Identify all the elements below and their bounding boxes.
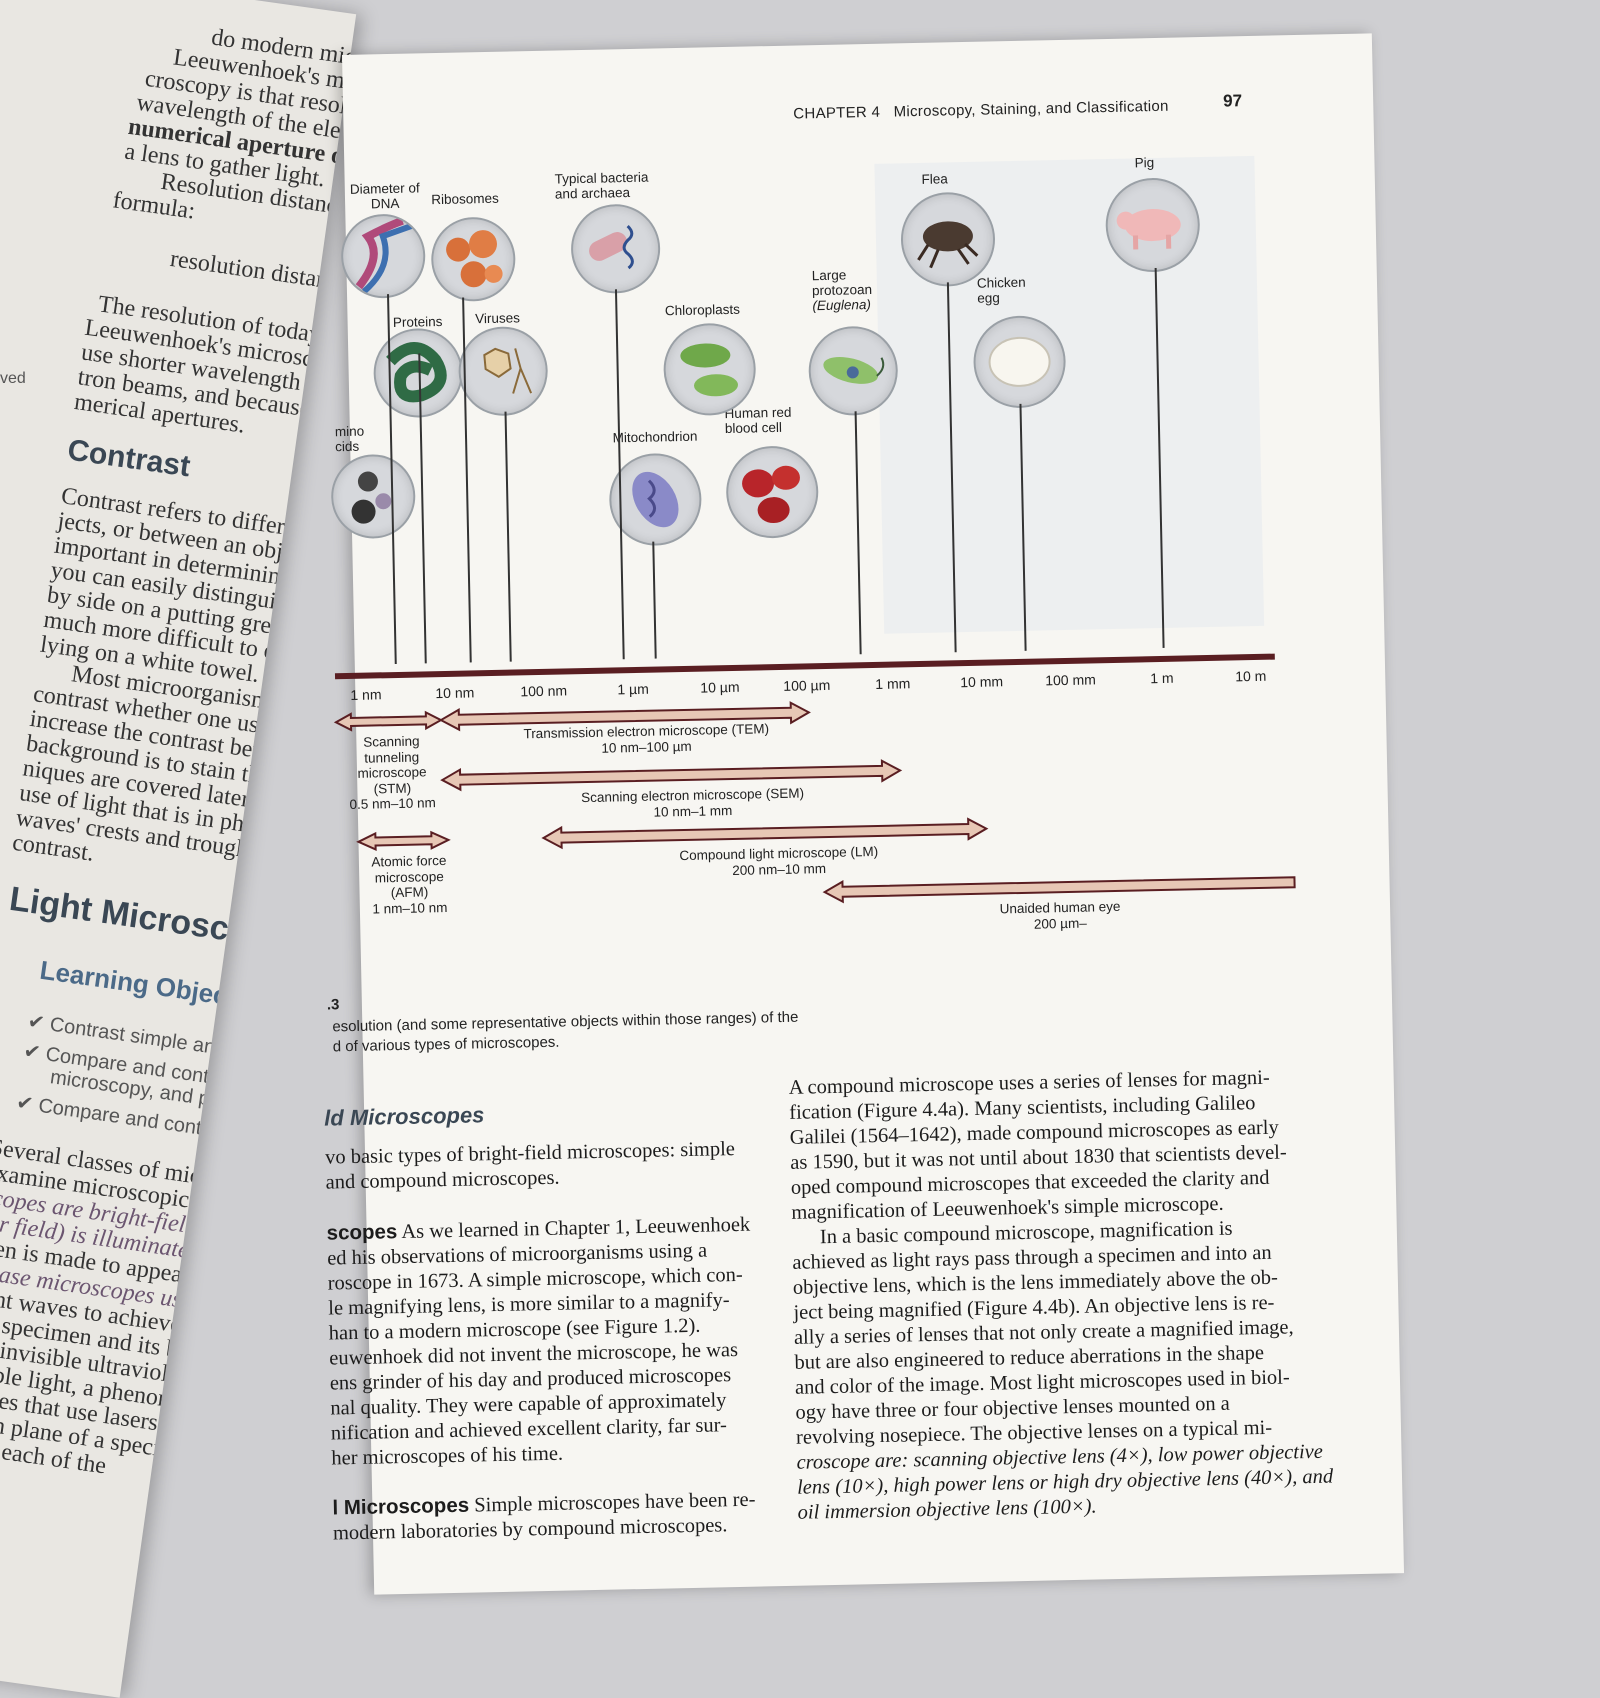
section-heading: ld Microscopes (323, 1102, 485, 1131)
chloroplasts-illustration (662, 322, 757, 417)
pointer-mitochondrion (652, 541, 657, 659)
intro-text: vo basic types of bright-field microscop… (324, 1138, 736, 1194)
tick-label: 10 µm (700, 678, 740, 696)
mitochondrion-illustration (608, 452, 703, 547)
chapter-title: Microscopy, Staining, and Classification (893, 97, 1169, 121)
main-page: CHAPTER 4 Microscopy, Staining, and Clas… (324, 33, 1405, 1595)
tick-label: 100 mm (1045, 671, 1096, 689)
label-chloroplasts: Chloroplasts (664, 301, 741, 319)
page-number: 97 (1222, 91, 1243, 111)
figure-caption-line: d of various types of microscopes. (332, 1033, 560, 1056)
pig-illustration (1104, 177, 1201, 274)
euglena-illustration (807, 325, 899, 417)
running-head: CHAPTER 4 Microscopy, Staining, and Clas… (793, 98, 1169, 123)
pointer-viruses (504, 411, 512, 662)
simple-microscopes-text: scopes As we learned in Chapter 1, Leeuw… (326, 1213, 751, 1470)
tick-label: 10 nm (435, 684, 475, 702)
sem-arrow (440, 759, 903, 792)
range-arrows (333, 701, 1296, 904)
tick-label: 100 µm (783, 676, 831, 694)
rbc-illustration (725, 445, 820, 540)
tick-label: 10 mm (960, 673, 1004, 691)
label-pig: Pig (1134, 155, 1155, 171)
label-ribosomes: Ribosomes (431, 190, 499, 208)
tem-arrow (438, 701, 811, 732)
margin-fragment: ved (0, 370, 26, 387)
lm-arrow (541, 817, 989, 850)
label-chicken-egg: Chicken egg (976, 274, 1026, 306)
right-column-text: A compound microscope uses a series of l… (788, 1066, 1334, 1524)
compound-intro-text: l Microscopes Simple microscopes have be… (332, 1488, 756, 1545)
label-dna: Diameter of DNA (349, 180, 420, 212)
learning-objectives-heading: Learning Objectives (38, 954, 289, 1020)
figure-number: .3 (326, 996, 340, 1014)
formula-label: resolution distance (168, 245, 352, 297)
sem-label: Scanning electron microscope (SEM)10 nm–… (581, 785, 805, 820)
tick-label: 100 nm (520, 682, 568, 700)
label-protozoan: Large protozoan(Euglena) (811, 267, 873, 313)
flea-illustration (900, 191, 996, 288)
eye-arrow (822, 876, 1296, 904)
ribosomes-illustration (430, 216, 517, 303)
pointer-euglena (854, 411, 862, 655)
light-microscopy-heading: Light Microscopy (7, 879, 292, 957)
chicken-egg-illustration (972, 314, 1067, 409)
afm-arrow (356, 830, 451, 852)
tick-label: 10 m (1235, 667, 1267, 685)
tem-label: Transmission electron microscope (TEM)10… (523, 721, 770, 756)
tick-label: 1 µm (617, 680, 649, 698)
figure-caption-line: esolution (and some representative objec… (332, 1008, 799, 1036)
tick-label: 1 mm (875, 675, 911, 692)
dna-illustration (340, 213, 427, 300)
stm-arrow (333, 710, 444, 732)
viruses-illustration (457, 325, 549, 417)
label-viruses: Viruses (475, 310, 521, 327)
contrast-heading: Contrast (65, 433, 193, 484)
tick-label: 1 nm (350, 686, 382, 703)
amino-acids-illustration (330, 453, 417, 540)
label-flea: Flea (921, 171, 949, 187)
left-page: do modern micro- Leeuwenhoek's mi- crosc… (0, 0, 357, 1698)
chapter-label: CHAPTER 4 (793, 103, 881, 123)
afm-label: Atomic force microscope (AFM)1 nm–10 nm (371, 852, 448, 917)
label-bacteria: Typical bacteria and archaea (554, 169, 649, 202)
bacteria-illustration (570, 203, 662, 295)
lm-label: Compound light microscope (LM)200 nm–10 … (679, 843, 879, 878)
scale-bar (334, 653, 1275, 680)
stm-label: Scanning tunneling microscope (STM)0.5 n… (349, 733, 436, 813)
label-rbc: Human red blood cell (724, 404, 792, 436)
label-amino-acids: mino cids (334, 423, 365, 455)
tick-label: 1 m (1150, 669, 1174, 687)
